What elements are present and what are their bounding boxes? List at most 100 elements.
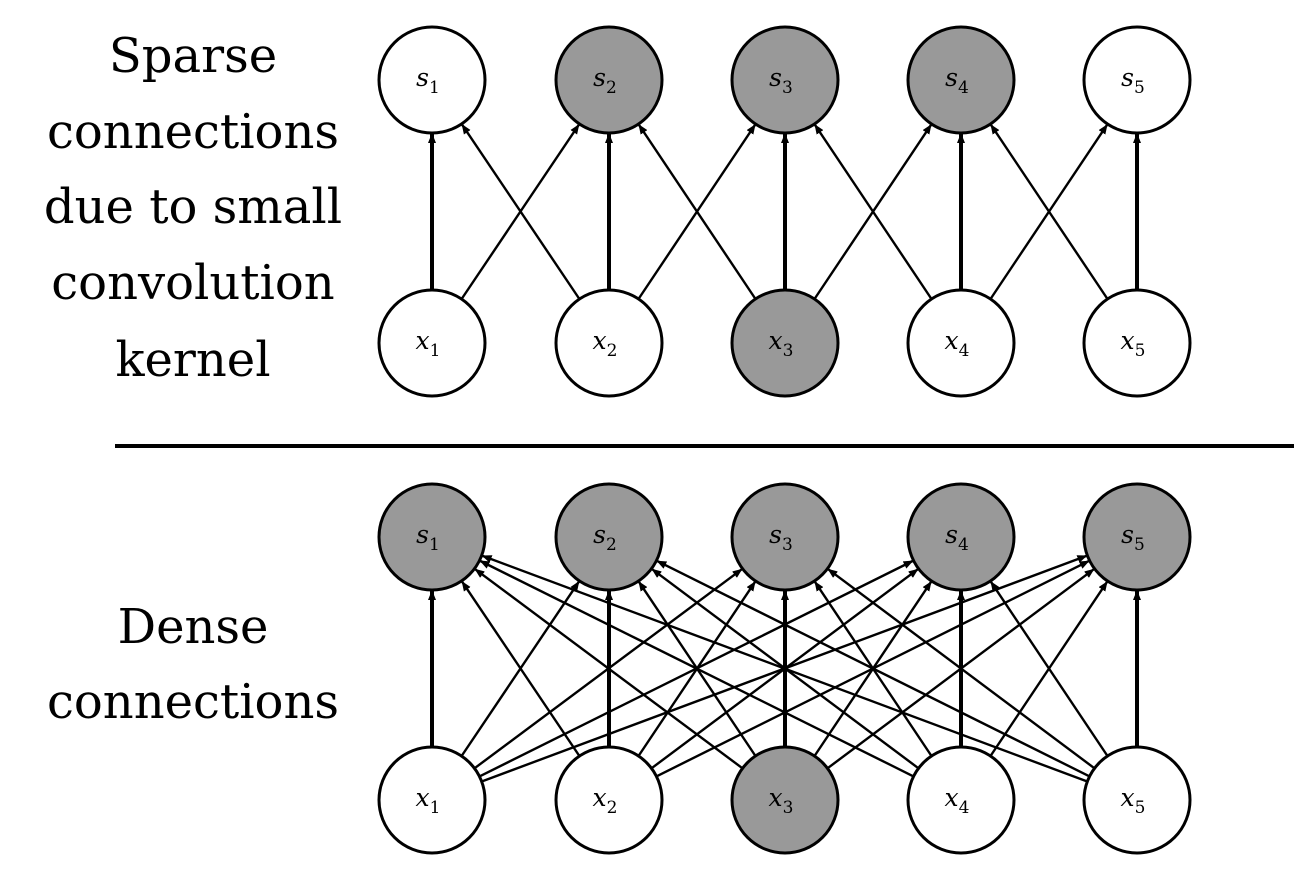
node-label-subscript: 4 (959, 341, 970, 361)
node-circle (730, 745, 840, 855)
node-label: s2 (593, 520, 617, 555)
dense-edge-x5-to-s4 (990, 581, 1109, 757)
sparse-input-node-x4: x4 (906, 288, 1016, 398)
node-label-base: x (593, 326, 607, 355)
node-label-subscript: 1 (429, 78, 440, 98)
node-circle (377, 25, 487, 135)
dense-input-node-x2: x2 (554, 745, 664, 855)
node-label-subscript: 5 (1135, 798, 1146, 818)
dense-output-node-s2: s2 (554, 482, 664, 592)
node-label-subscript: 2 (606, 535, 617, 555)
node-label: s1 (416, 63, 440, 98)
node-label-subscript: 3 (782, 78, 793, 98)
node-label-base: x (945, 326, 959, 355)
sparse-input-node-x5: x5 (1082, 288, 1192, 398)
node-label-base: s (1121, 520, 1134, 549)
sparse-output-node-s3: s3 (730, 25, 840, 135)
node-label: x2 (593, 326, 618, 361)
node-label-subscript: 4 (959, 798, 970, 818)
node-circle (906, 288, 1016, 398)
sparse-caption-line: Sparse (109, 28, 277, 84)
node-label-subscript: 2 (606, 78, 617, 98)
dense-output-node-s5: s5 (1082, 482, 1192, 592)
sparse-caption-line: due to small (44, 179, 342, 235)
dense-input-node-x5: x5 (1082, 745, 1192, 855)
node-circle (1082, 25, 1192, 135)
node-label: s4 (945, 520, 969, 555)
node-label-subscript: 4 (958, 78, 969, 98)
sparse-caption-line: convolution (51, 255, 334, 311)
node-circle (730, 482, 840, 592)
node-label-base: x (1121, 326, 1135, 355)
node-label-subscript: 2 (607, 341, 618, 361)
node-label: x2 (593, 783, 618, 818)
node-circle (1082, 288, 1192, 398)
sparse-edge-x5-to-s4 (990, 124, 1109, 300)
node-label: x5 (1121, 783, 1146, 818)
node-circle (377, 745, 487, 855)
node-label-subscript: 3 (783, 341, 794, 361)
node-label-base: s (416, 63, 429, 92)
node-label-subscript: 5 (1134, 78, 1145, 98)
captions-layer: Sparse connections due to small convolution… (44, 28, 342, 730)
node-label-base: x (416, 783, 430, 812)
dense-edge-x5-to-s1 (481, 554, 1088, 783)
dense-edge-x5-to-s3 (827, 568, 1096, 770)
node-label-base: x (769, 326, 783, 355)
sparse-caption-line: connections (47, 104, 339, 160)
node-label-subscript: 1 (429, 535, 440, 555)
dense-edge-x4-to-s1 (479, 559, 915, 778)
node-label: x1 (416, 783, 441, 818)
node-label-base: x (593, 783, 607, 812)
dense-output-node-s4: s4 (906, 482, 1016, 592)
sparse-edge-x4-to-s3 (814, 124, 933, 300)
dense-caption-line: Dense (118, 599, 269, 655)
node-circle (730, 288, 840, 398)
sparse-caption-line: kernel (115, 332, 270, 388)
node-label-base: s (1121, 63, 1134, 92)
dense-edge-x5-to-s2 (656, 560, 1091, 778)
dense-edge-x3-to-s1 (474, 568, 744, 770)
node-circle (906, 745, 1016, 855)
node-label-base: x (769, 783, 783, 812)
sparse-edge-x2-to-s1 (461, 123, 581, 300)
sparse-output-node-s2: s2 (554, 25, 664, 135)
node-label: x1 (416, 326, 441, 361)
node-circle (554, 745, 664, 855)
sparse-output-node-s4: s4 (906, 25, 1016, 135)
node-label: s5 (1121, 520, 1145, 555)
edges-layer (428, 123, 1141, 783)
node-label: s2 (593, 63, 617, 98)
dense-input-node-x1: x1 (377, 745, 487, 855)
node-label: x3 (769, 783, 794, 818)
sparse-output-node-s5: s5 (1082, 25, 1192, 135)
node-label-base: s (945, 63, 958, 92)
dense-output-node-s1: s1 (377, 482, 487, 592)
node-label-subscript: 1 (430, 798, 441, 818)
node-circle (906, 482, 1016, 592)
dense-input-node-x4: x4 (906, 745, 1016, 855)
node-circle (377, 482, 487, 592)
node-label-subscript: 5 (1135, 341, 1146, 361)
node-label-subscript: 1 (430, 341, 441, 361)
node-label: s3 (769, 63, 793, 98)
node-label: s3 (769, 520, 793, 555)
sparse-input-node-x3: x3 (730, 288, 840, 398)
sparse-output-node-s1: s1 (377, 25, 487, 135)
node-label-subscript: 5 (1134, 535, 1145, 555)
node-label: x5 (1121, 326, 1146, 361)
node-label-subscript: 3 (782, 535, 793, 555)
node-label-base: x (1121, 783, 1135, 812)
node-label-base: s (945, 520, 958, 549)
node-label-base: s (769, 63, 782, 92)
dense-edge-x2-to-s1 (461, 580, 581, 757)
node-label-base: s (593, 63, 606, 92)
node-label: s1 (416, 520, 440, 555)
sparse-input-node-x1: x1 (377, 288, 487, 398)
sparse-input-node-x2: x2 (554, 288, 664, 398)
node-label-subscript: 2 (607, 798, 618, 818)
dense-caption-line: connections (47, 674, 339, 730)
node-label-base: x (945, 783, 959, 812)
node-label-base: s (593, 520, 606, 549)
